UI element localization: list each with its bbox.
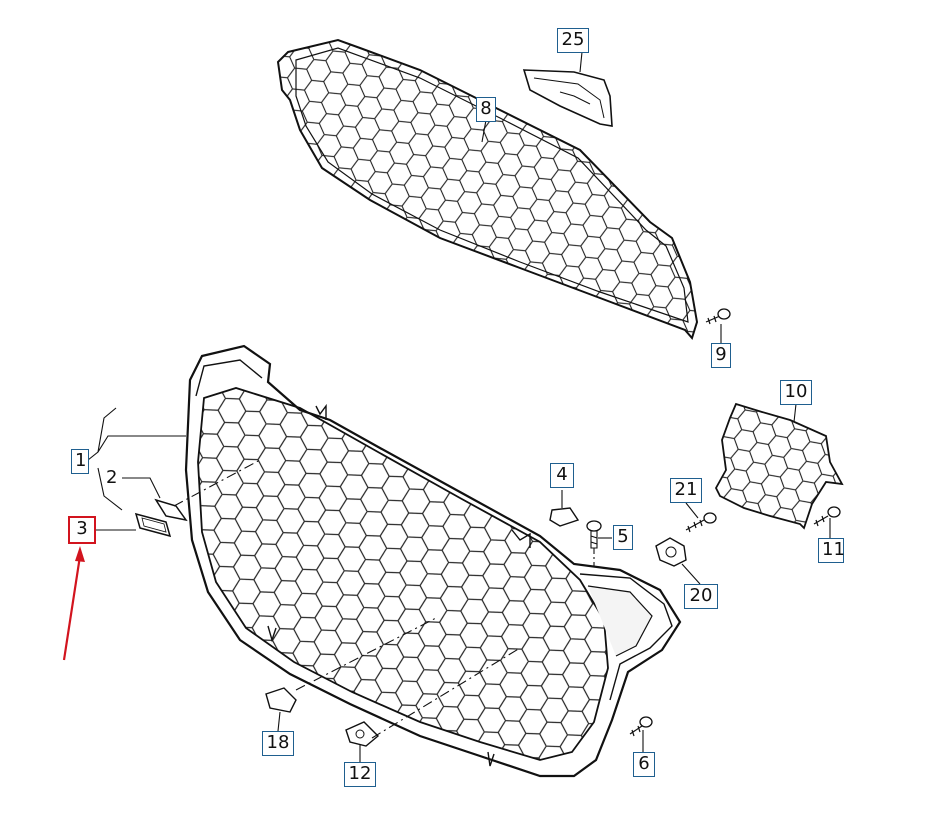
callout-18[interactable]: 18	[262, 731, 294, 756]
sensor-part-20	[655, 537, 687, 567]
screw-part-6	[629, 716, 653, 737]
callout-21[interactable]: 21	[670, 478, 702, 503]
bracket-part-25	[522, 69, 613, 127]
callout-4[interactable]: 4	[550, 463, 574, 488]
screw-part-11	[813, 506, 841, 527]
callout-20[interactable]: 20	[684, 584, 718, 609]
callout-10[interactable]: 10	[780, 380, 812, 405]
screw-part-21	[685, 512, 717, 533]
leader-lines	[87, 51, 831, 762]
lower-grille-part-8	[276, 38, 699, 341]
clip-part-4	[549, 507, 580, 527]
callout-6[interactable]: 6	[633, 752, 655, 777]
cover-part-12	[345, 721, 380, 747]
main-grille-part-1	[184, 344, 682, 778]
callout-9[interactable]: 9	[711, 343, 731, 368]
callout-1[interactable]: 1	[71, 449, 89, 474]
callout-11[interactable]: 11	[818, 538, 845, 563]
side-grille-part-10	[714, 402, 844, 530]
screw-part-5	[586, 520, 602, 549]
callout-25[interactable]: 25	[557, 28, 589, 53]
cap-part-18	[265, 687, 297, 713]
emblem-bracket-part-2	[154, 498, 188, 522]
callout-5[interactable]: 5	[613, 525, 633, 550]
emblem-part-3	[134, 512, 172, 538]
screw-part-9	[705, 308, 731, 325]
callout-8[interactable]: 8	[476, 97, 496, 122]
callout-3-highlighted[interactable]: 3	[68, 516, 96, 544]
label-2[interactable]: 2	[106, 467, 118, 488]
callout-12[interactable]: 12	[344, 762, 376, 787]
highlight-arrow	[62, 546, 85, 661]
